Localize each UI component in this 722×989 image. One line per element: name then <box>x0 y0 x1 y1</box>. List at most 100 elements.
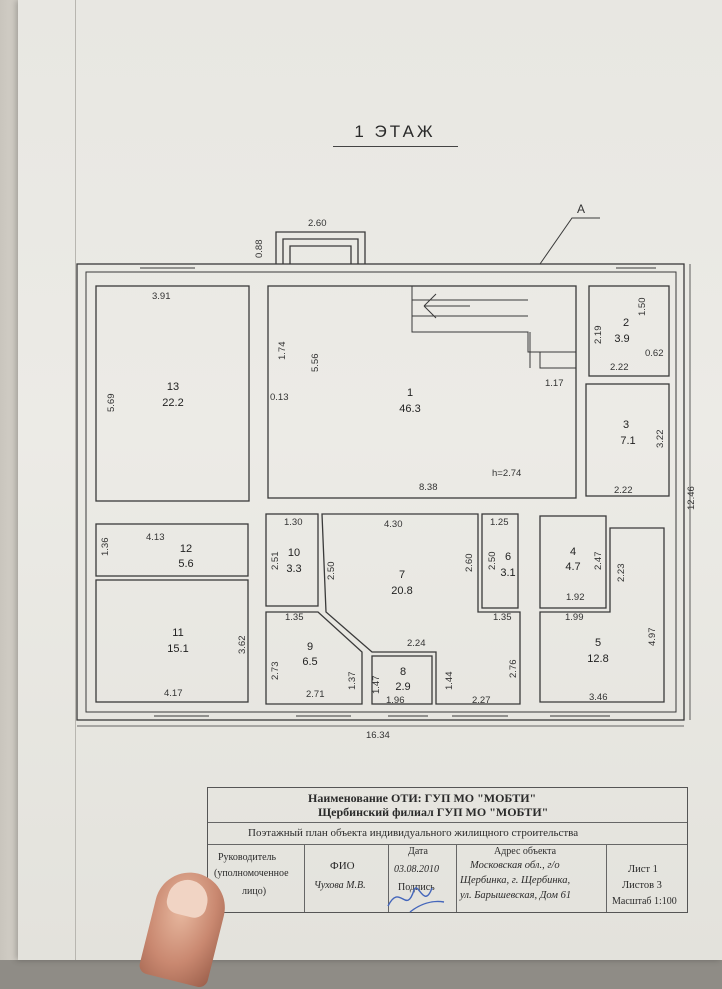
room-2-outline <box>588 285 670 377</box>
room-4-area: 4.7 <box>565 561 580 573</box>
windows-bottom <box>154 711 610 717</box>
dim-0-62: 0.62 <box>645 348 664 359</box>
windows-top <box>140 263 656 273</box>
room-3-outline <box>585 383 670 497</box>
dim-4-13: 4.13 <box>146 532 165 543</box>
plan-description: Поэтажный план объекта индивидуального ж… <box>248 827 579 839</box>
address-line-3: ул. Барышевская, Дом 61 <box>460 890 572 901</box>
col-divider-3 <box>456 844 457 912</box>
room-11-area: 15.1 <box>167 643 188 655</box>
dim-1-30: 1.30 <box>284 517 303 528</box>
room-3-area: 7.1 <box>620 435 635 447</box>
dim-2-27: 2.27 <box>472 695 491 706</box>
dim-2-73: 2.73 <box>270 662 281 681</box>
dim-1-37: 1.37 <box>347 672 358 691</box>
room-12-num: 12 <box>180 543 192 555</box>
room-13-outline <box>95 285 250 502</box>
porch-width: 2.60 <box>308 218 327 229</box>
head-label-1: Руководитель <box>218 852 277 863</box>
dim-3-91: 3.91 <box>152 291 171 302</box>
floor-plan <box>76 217 691 727</box>
room-7-num: 7 <box>399 569 405 581</box>
room-8-num: 8 <box>400 666 406 678</box>
fio-value: Чухова М.В. <box>314 880 366 891</box>
room-8-area: 2.9 <box>395 681 410 693</box>
org-name-1: Наименование ОТИ: ГУП МО "МОБТИ" <box>308 791 537 805</box>
dim-1-47: 1.47 <box>371 676 382 695</box>
dim-4-17: 4.17 <box>164 688 183 699</box>
head-label-2: (уполномоченное <box>214 868 289 879</box>
room-9-area: 6.5 <box>302 656 317 668</box>
callout-a: А <box>577 202 585 216</box>
dim-5-69: 5.69 <box>106 394 117 413</box>
title-block: Наименование ОТИ: ГУП МО "МОБТИ" Щербинс… <box>207 787 688 913</box>
room-11-num: 11 <box>172 627 183 639</box>
room-10-outline <box>265 513 319 607</box>
date-value: 03.08.2010 <box>394 864 439 875</box>
room-1-outline <box>267 285 577 499</box>
address-line-2: Щербинка, г. Щербинка, <box>460 875 571 886</box>
address-line-1: Московская обл., г/о <box>470 860 560 871</box>
room-9-num: 9 <box>307 641 313 653</box>
room-10-area: 3.3 <box>286 563 301 575</box>
dim-1-44: 1.44 <box>444 672 455 691</box>
porch-depth: 0.88 <box>254 240 265 259</box>
dim-1-36: 1.36 <box>100 538 111 557</box>
dim-3-62: 3.62 <box>237 636 248 655</box>
dim-1-50: 1.50 <box>637 298 648 317</box>
stair-arrow <box>423 293 470 319</box>
outer-wall <box>76 263 685 721</box>
sheet-number: Лист 1 <box>628 864 658 875</box>
dim-2-22-top: 2.22 <box>610 362 629 373</box>
dim-0-13: 0.13 <box>270 392 289 403</box>
org-name-2: Щербинский филиал ГУП МО "МОБТИ" <box>318 805 549 819</box>
room-7-outline <box>321 513 521 705</box>
ceiling-height: h=2.74 <box>492 468 521 479</box>
room-5-area: 12.8 <box>587 653 608 665</box>
dim-1-92: 1.92 <box>566 592 585 603</box>
plan-labels: А 2.60 0.88 16.34 12.46 h=2.74 13 22.2 1… <box>100 202 697 741</box>
overall-dim-lines <box>77 264 691 727</box>
room-13-area: 22.2 <box>162 397 183 409</box>
floor-title: 1 ЭТАЖ <box>354 122 436 141</box>
dim-1-99: 1.99 <box>565 612 584 623</box>
room-12-outline <box>95 523 249 577</box>
dim-2-24: 2.24 <box>407 638 426 649</box>
dim-2-50-left: 2.50 <box>326 562 337 581</box>
col-divider-4 <box>606 844 607 912</box>
scale: Масштаб 1:100 <box>612 896 677 907</box>
fio-label: ФИО <box>330 860 355 872</box>
room-1-area: 46.3 <box>399 403 420 415</box>
dim-2-76: 2.76 <box>508 660 519 679</box>
inner-wall-line <box>85 271 677 713</box>
room-13-num: 13 <box>167 381 179 393</box>
dim-8-38: 8.38 <box>419 482 438 493</box>
room-2-area: 3.9 <box>614 333 629 345</box>
room-12-area: 5.6 <box>178 558 193 570</box>
room-5-num: 5 <box>595 637 601 649</box>
dim-2-19: 2.19 <box>593 326 604 345</box>
room-11-outline <box>95 579 249 703</box>
room-7-area: 20.8 <box>391 585 412 597</box>
room-6-area: 3.1 <box>500 567 515 579</box>
col-divider-1 <box>304 844 305 912</box>
dim-3-46: 3.46 <box>589 692 608 703</box>
dim-2-50-right: 2.50 <box>487 552 498 571</box>
porch <box>275 231 366 264</box>
room-3-num: 3 <box>623 419 629 431</box>
room-8-outline <box>371 655 433 705</box>
room-4-outline <box>539 515 607 609</box>
room-2-num: 2 <box>623 317 629 329</box>
dim-1-17: 1.17 <box>545 378 564 389</box>
staircase <box>411 286 576 369</box>
overall-width: 16.34 <box>366 730 390 741</box>
dim-2-23: 2.23 <box>616 564 627 583</box>
room-9-outline <box>265 611 363 705</box>
head-label-3: лицо) <box>242 886 267 897</box>
dim-2-47: 2.47 <box>593 552 604 571</box>
room-5-outline <box>539 527 665 703</box>
room-6-num: 6 <box>505 551 511 563</box>
title-block-name-row: Наименование ОТИ: ГУП МО "МОБТИ" Щербинс… <box>208 788 687 823</box>
title-block-desc-row: Поэтажный план объекта индивидуального ж… <box>208 822 687 845</box>
dim-2-51: 2.51 <box>270 552 281 571</box>
